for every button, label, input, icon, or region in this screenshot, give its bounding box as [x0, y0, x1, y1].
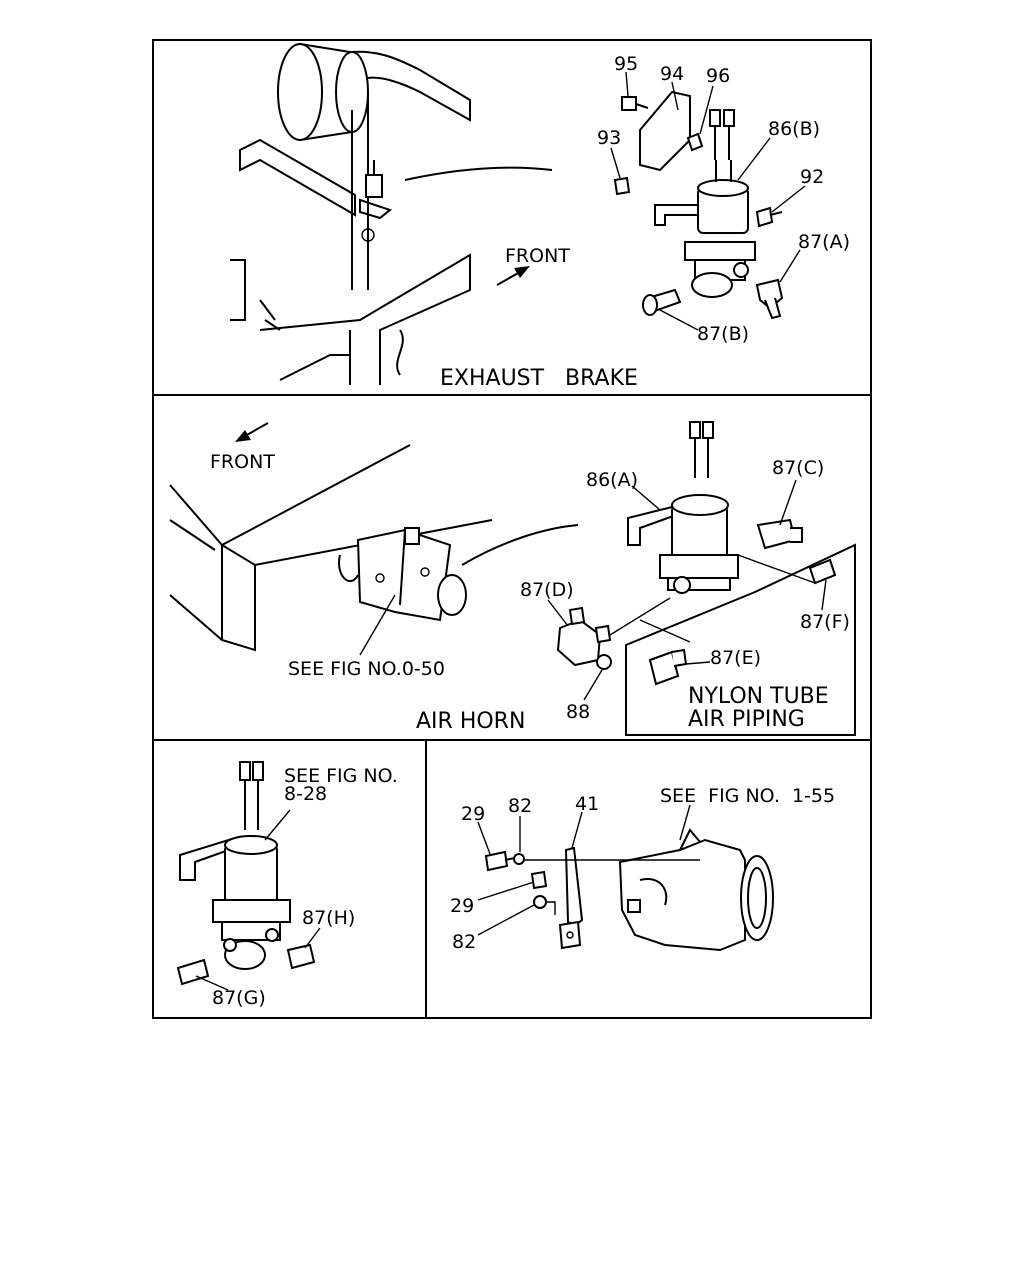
callout-29-upper: 29 [461, 803, 485, 825]
air-horn-valve-assembly [556, 421, 837, 686]
see-fig-leader [359, 594, 396, 656]
air-horn-bracket [338, 527, 467, 622]
exhaust-brake-valve-assembly [613, 90, 784, 320]
valve-detail-panel: SEE FIG NO. 8-28 87(H) 87(G) [176, 761, 398, 1009]
valve-detail-leaders [195, 809, 321, 991]
callout-95: 95 [614, 53, 638, 75]
callout-87g: 87(G) [212, 987, 266, 1009]
callout-87d: 87(D) [520, 579, 574, 601]
exhaust-front-label: FRONT [505, 245, 570, 267]
callout-88: 88 [566, 701, 590, 723]
bracket-detail-panel: SEE FIG NO. 1-55 29 82 41 29 82 [450, 785, 835, 953]
callout-87b: 87(B) [697, 323, 749, 345]
air-piping-label: AIR PIPING [688, 707, 805, 732]
air-horn-piping-lines [609, 554, 816, 643]
callout-87c: 87(C) [772, 457, 824, 479]
air-horn-panel: FRONT SEE FIG NO.0-50 [169, 421, 856, 736]
callout-82-upper: 82 [508, 795, 532, 817]
nylon-tube-inset-box [625, 543, 856, 736]
callout-87h: 87(H) [302, 907, 355, 929]
bracket-detail-assembly [484, 828, 774, 952]
valve-detail-assembly [176, 761, 316, 986]
air-horn-frame-rail [169, 444, 493, 652]
callout-93: 93 [597, 127, 621, 149]
exhaust-vehicle-illustration [230, 43, 471, 385]
callout-96: 96 [706, 65, 730, 87]
exhaust-brake-panel: FRONT [230, 43, 850, 391]
callout-82-lower: 82 [452, 931, 476, 953]
see-fig-0-50: SEE FIG NO.0-50 [288, 658, 445, 680]
diagram-frame [152, 39, 872, 1019]
air-horn-caption: AIR HORN [416, 709, 525, 734]
exhaust-brake-caption: EXHAUST BRAKE [440, 366, 638, 391]
callout-86b: 86(B) [768, 118, 820, 140]
callout-87e: 87(E) [710, 647, 761, 669]
air-horn-leader-arc [461, 524, 579, 566]
exhaust-callout-leaders [610, 71, 806, 331]
callout-87f: 87(F) [800, 611, 850, 633]
callout-41: 41 [575, 793, 599, 815]
air-horn-front-label: FRONT [210, 451, 275, 473]
air-horn-callout-leaders [547, 479, 827, 701]
callout-86a: 86(A) [586, 469, 638, 491]
bracket-detail-leaders [477, 804, 691, 936]
see-fig-1-55: SEE FIG NO. 1-55 [660, 785, 835, 807]
exhaust-front-arrow-icon [496, 266, 530, 286]
see-fig-8-28-line2: 8-28 [284, 783, 327, 805]
air-horn-front-arrow-icon [235, 422, 269, 442]
callout-29-lower: 29 [450, 895, 474, 917]
see-fig-8-28-line1: SEE FIG NO. [284, 765, 398, 787]
callout-92: 92 [800, 166, 824, 188]
callout-94: 94 [660, 63, 684, 85]
exhaust-leader-arc [404, 166, 553, 181]
nylon-tube-label: NYLON TUBE [688, 684, 829, 709]
callout-87a: 87(A) [798, 231, 850, 253]
